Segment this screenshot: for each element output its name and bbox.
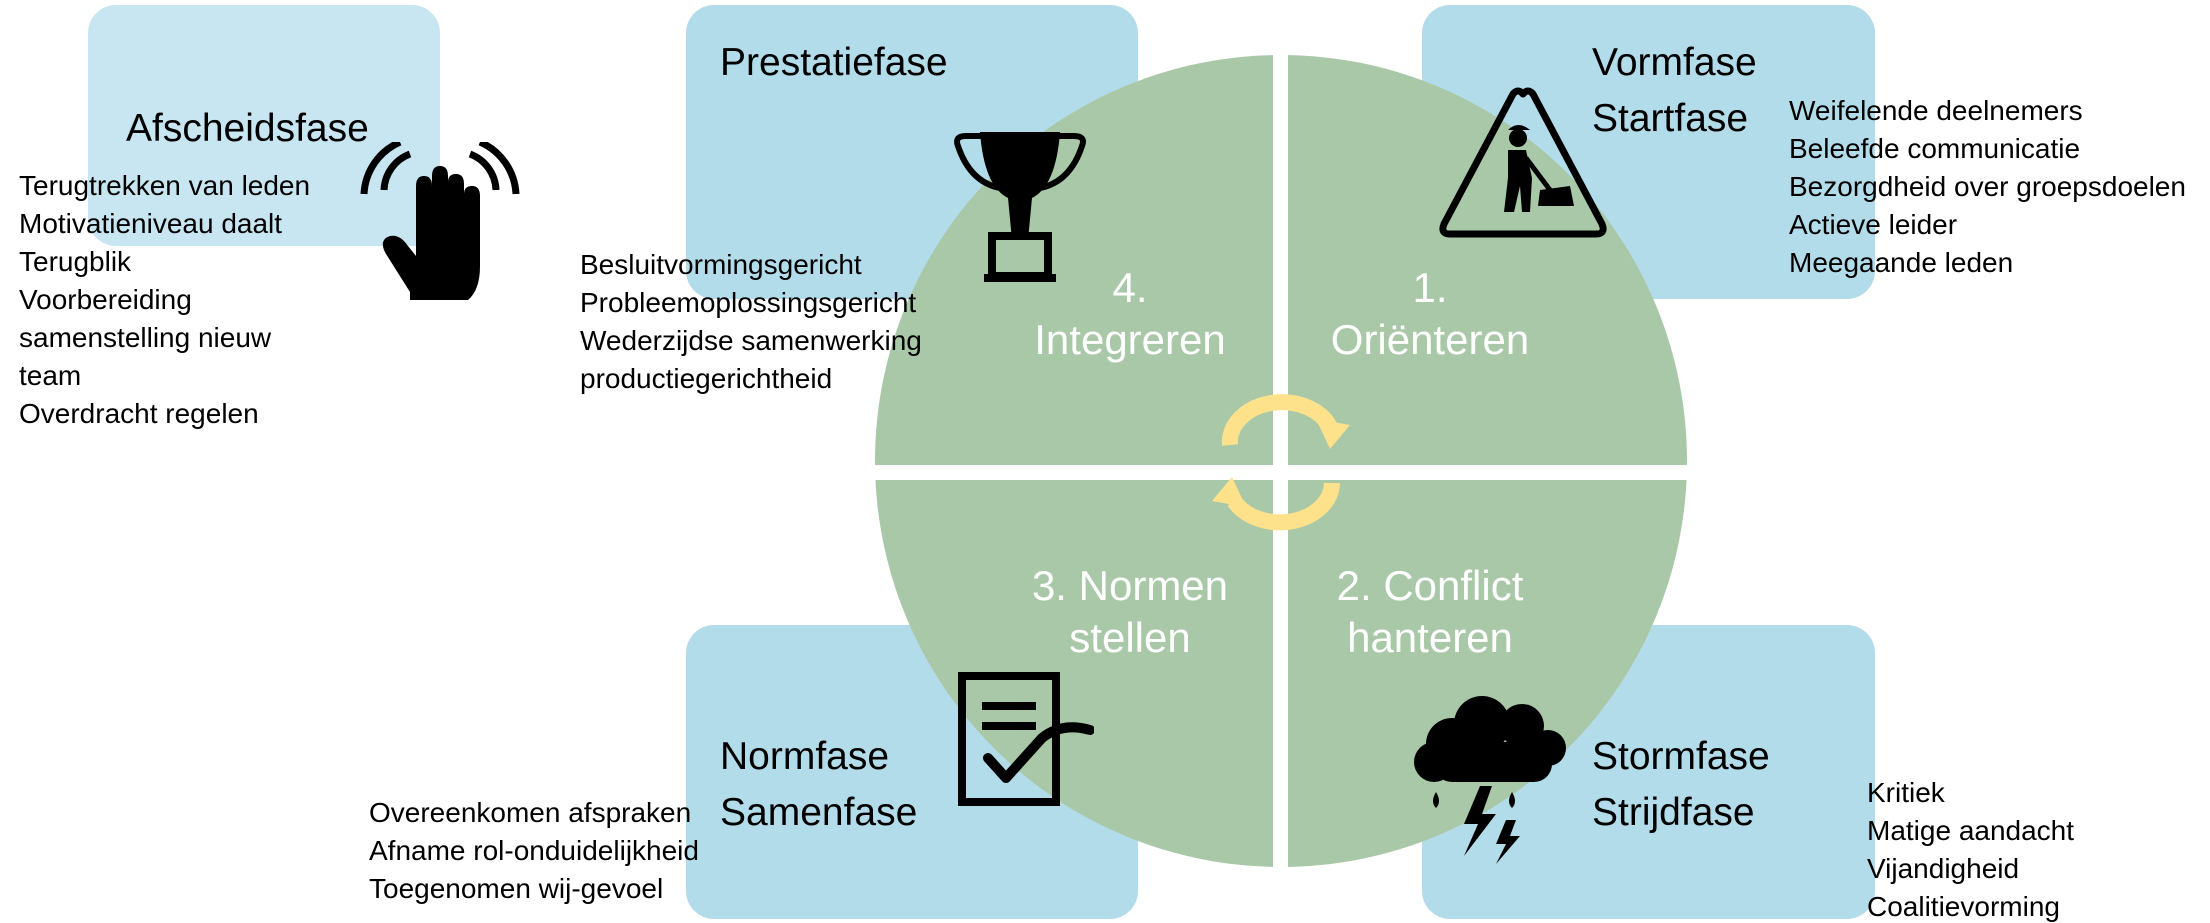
list-item: Weifelende deelnemers — [1789, 95, 2083, 126]
list-item: Wederzijdse samenwerking — [580, 325, 922, 356]
list-item: Matige aandacht — [1867, 815, 2075, 846]
stormfase-title-line1: Stormfase — [1592, 735, 1770, 778]
list-item: Toegenomen wij-gevoel — [369, 873, 664, 904]
quadrant-1-text: Oriënteren — [1330, 316, 1530, 363]
storm-cloud-icon — [1414, 696, 1566, 864]
list-item: Voorbereiding — [19, 284, 192, 315]
list-item: samenstelling nieuw — [19, 322, 272, 353]
trophy-icon — [954, 132, 1086, 282]
stormfase-title-line2: Strijdfase — [1592, 791, 1755, 834]
list-item: Besluitvormingsgericht — [580, 249, 862, 280]
quadrant-3-line2: stellen — [1069, 614, 1191, 661]
normfase-title: Normfase Samenfase — [720, 729, 917, 841]
list-item: Actieve leider — [1789, 209, 1958, 240]
quadrant-1-label: 1. Oriënteren — [1320, 262, 1540, 366]
waving-hand-icon — [360, 142, 520, 300]
cycle-arrows-icon — [1212, 394, 1350, 531]
quadrant-4-number: 4. — [1112, 264, 1148, 311]
vertical-divider — [1273, 54, 1288, 868]
prestatiefase-title: Prestatiefase — [720, 41, 948, 84]
vormfase-title-line1: Vormfase — [1592, 41, 1757, 84]
afscheidsfase-title: Afscheidsfase — [126, 107, 369, 150]
normfase-list: Overeenkomen afspraken Afname rol-onduid… — [369, 794, 699, 908]
quadrant-3-label: 3. Normen stellen — [1020, 560, 1240, 664]
vormfase-list: Weifelende deelnemers Beleefde communica… — [1789, 92, 2186, 282]
vormfase-title: Vormfase Startfase — [1592, 35, 1757, 147]
quadrant-1-number: 1. — [1412, 264, 1448, 311]
quadrant-2-line1: 2. Conflict — [1336, 562, 1524, 609]
quadrant-2-line2: hanteren — [1347, 614, 1513, 661]
list-item: Motivatieniveau daalt — [19, 208, 283, 239]
list-item: Meegaande leden — [1789, 247, 2014, 278]
afscheidsfase-list: Terugtrekken van leden Motivatieniveau d… — [19, 167, 310, 433]
afscheidsfase-box — [88, 5, 440, 246]
list-item: Afname rol-onduidelijkheid — [369, 835, 699, 866]
list-item: Overdracht regelen — [19, 398, 259, 429]
normfase-title-line2: Samenfase — [720, 791, 918, 834]
list-item: Probleemoplossingsgericht — [580, 287, 917, 318]
checklist-icon — [958, 672, 1094, 806]
quadrant-4-label: 4. Integreren — [1020, 262, 1240, 366]
quadrant-3-line1: 3. Normen — [1031, 562, 1229, 609]
list-item: Overeenkomen afspraken — [369, 797, 692, 828]
phase-circle — [874, 54, 1688, 868]
list-item: team — [19, 360, 82, 391]
construction-sign-icon — [1439, 87, 1607, 238]
quadrant-4-text: Integreren — [1034, 316, 1226, 363]
prestatiefase-list: Besluitvormingsgericht Probleemoplossing… — [580, 246, 922, 398]
normfase-title-line1: Normfase — [720, 735, 890, 778]
list-item: productiegerichtheid — [580, 363, 833, 394]
quadrant-2-label: 2. Conflict hanteren — [1320, 560, 1540, 664]
list-item: Beleefde communicatie — [1789, 133, 2081, 164]
vormfase-title-line2: Startfase — [1592, 97, 1749, 140]
horizontal-divider — [874, 465, 1688, 480]
stormfase-title: Stormfase Strijdfase — [1592, 729, 1770, 841]
list-item: Kritiek — [1867, 777, 1945, 808]
list-item: Vijandigheid — [1867, 853, 2020, 884]
list-item: Terugblik — [19, 246, 132, 277]
stormfase-list: Kritiek Matige aandacht Vijandigheid Coa… — [1867, 774, 2074, 923]
list-item: Bezorgdheid over groepsdoelen — [1789, 171, 2186, 202]
list-item: Coalitievorming — [1867, 891, 2060, 922]
list-item: Terugtrekken van leden — [19, 170, 311, 201]
